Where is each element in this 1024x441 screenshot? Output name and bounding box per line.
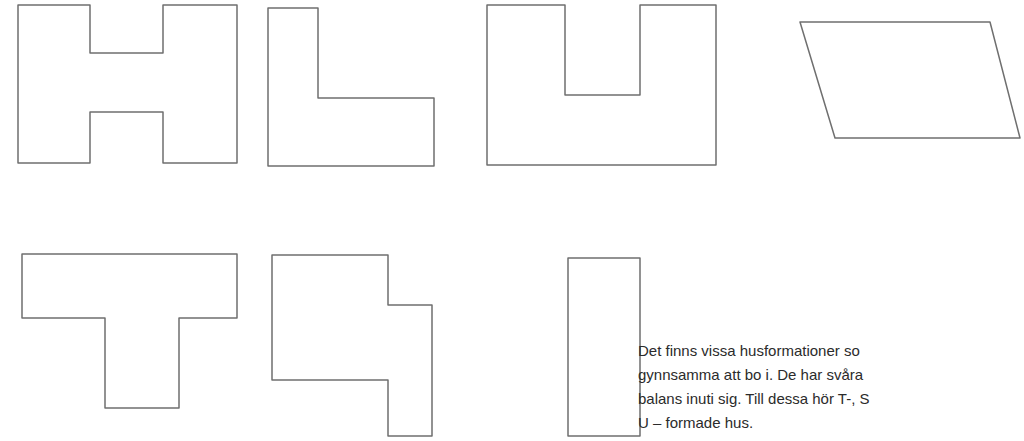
t-shaped-house (22, 254, 237, 408)
h-shaped-house (18, 5, 237, 163)
note-text: balans inuti sig. Till dessa hör T-, S (638, 387, 870, 411)
i-shaped-house (568, 258, 640, 436)
l-shaped-house (268, 8, 434, 166)
parallelogram-house (800, 22, 1020, 138)
s-shaped-house (272, 255, 432, 436)
note-text: gynnsamma att bo i. De har svåra (638, 363, 863, 387)
note-text: U – formade hus. (638, 411, 753, 435)
u-shaped-house (487, 5, 716, 165)
note-text: Det finns vissa husformationer so (638, 339, 860, 363)
